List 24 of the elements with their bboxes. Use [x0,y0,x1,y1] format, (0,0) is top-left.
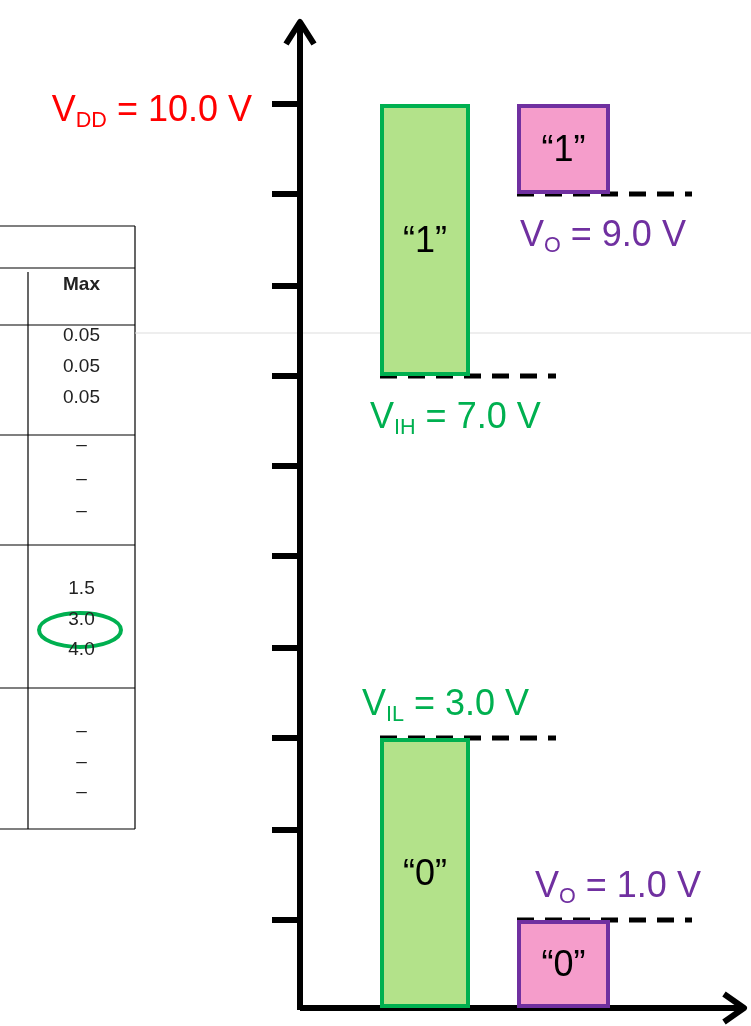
logic-level-bar [380,738,470,1008]
table-value: – [75,750,88,772]
logic-value: “1” [541,128,586,170]
table-value: – [75,499,88,521]
voltage-label: V$_{O}$ = 1.0 V [535,864,701,910]
logic-level-bar [517,104,610,194]
table-value: – [75,719,88,741]
supply-voltage-label: V$_{DD}$ = 10.0 V [51,88,252,134]
table-value: 0.05 [62,324,101,346]
table-value: – [75,780,88,802]
table-value: – [75,433,88,455]
voltage-label: V$_{IH}$ = 7.0 V [370,395,541,441]
table-value: 1.5 [67,577,96,599]
table-value: – [75,467,88,489]
logic-value: “1” [403,219,447,261]
table-header: Max [62,273,101,295]
table-value: 0.05 [62,355,101,377]
logic-value: “0” [541,943,586,985]
logic-value: “0” [403,852,447,894]
voltage-label: V$_{O}$ = 9.0 V [520,213,686,259]
logic-level-bar [517,920,610,1008]
logic-level-bar [380,104,470,376]
voltage-label: V$_{IL}$ = 3.0 V [362,682,530,728]
table-value: 0.05 [62,386,101,408]
